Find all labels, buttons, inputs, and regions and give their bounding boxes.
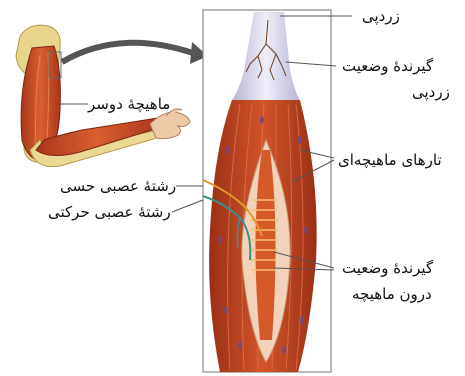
label-tendon-receptor-line2: زردپی xyxy=(412,82,450,102)
label-motor-nerve: رشتهٔ عصبی حرکتی xyxy=(48,202,171,222)
label-tendon-receptor-line1: گیرندهٔ وضعیت xyxy=(342,56,433,76)
label-sensory-nerve: رشتهٔ عصبی حسی xyxy=(60,176,176,196)
hand xyxy=(150,112,190,139)
label-muscle-fibers: تارهای ماهیچه‌ای xyxy=(338,150,442,170)
label-tendon: زردپی xyxy=(362,6,400,26)
label-spindle-line1: گیرندهٔ وضعیت xyxy=(342,258,433,278)
label-spindle-line2: درون ماهیچه xyxy=(352,284,432,304)
zoom-arrow xyxy=(62,43,196,62)
label-biceps: ماهیچهٔ دوسر xyxy=(88,94,170,114)
